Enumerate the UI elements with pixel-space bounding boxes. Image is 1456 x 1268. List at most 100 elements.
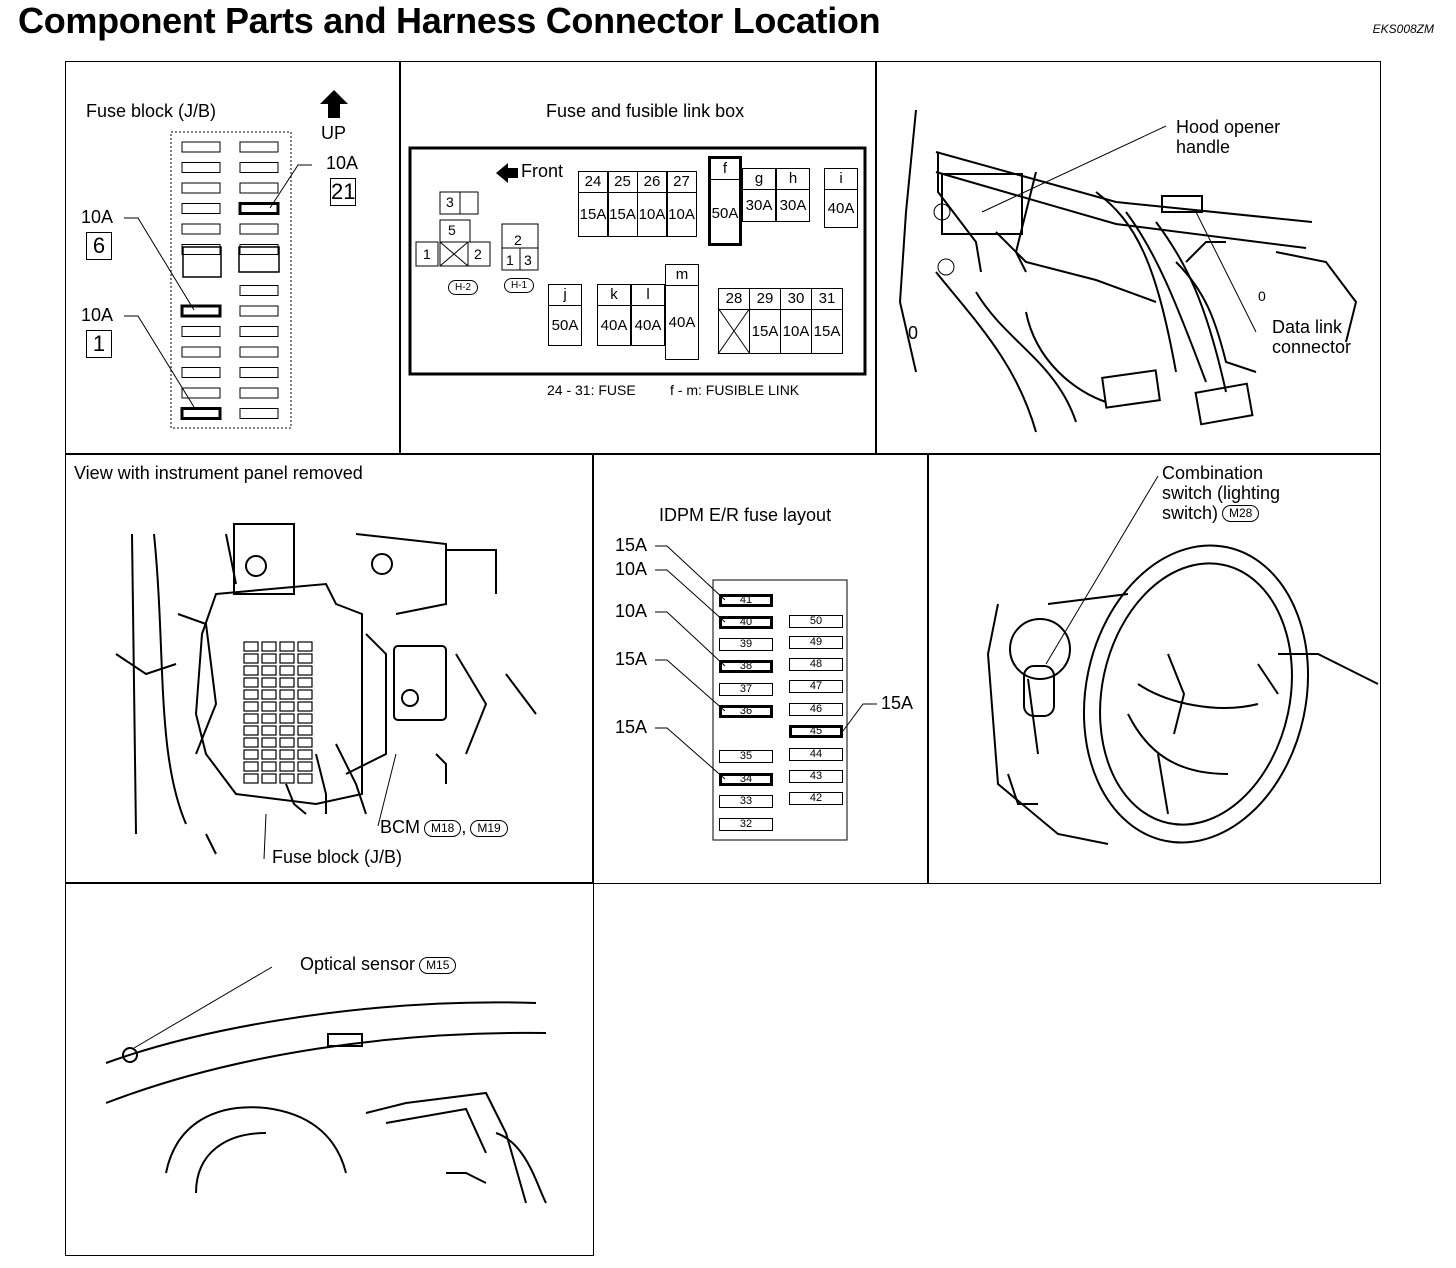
ip-jb-fuse	[279, 737, 295, 748]
cell-number: i	[825, 169, 857, 190]
jb-slot	[181, 182, 221, 194]
ip-jb-fuse	[297, 677, 313, 688]
idpm-drawing	[655, 545, 877, 841]
ip-jb-fuse	[243, 641, 259, 652]
idpm-callout-41: 15A	[615, 535, 648, 555]
ip-jb-fuse	[279, 713, 295, 724]
jb-slot	[181, 162, 221, 173]
relay-small-label-2: 2	[514, 232, 522, 248]
connector-m28: M28	[1222, 505, 1260, 523]
jb-slot	[239, 346, 279, 358]
cell-amperage: 15A	[609, 206, 636, 223]
idpm-title: IDPM E/R fuse layout	[659, 505, 832, 525]
jb-slot	[238, 202, 280, 215]
ip-jb-fuse	[279, 689, 295, 700]
cell-number: 25	[608, 172, 637, 193]
ip-jb-fuse	[279, 761, 295, 772]
fusible-cell: h 30A	[776, 168, 810, 222]
jb-slot	[181, 346, 221, 358]
cell-number: 28	[719, 289, 749, 310]
cell-amperage: 15A	[579, 206, 607, 223]
jb-slot	[180, 407, 222, 420]
document-code: EKS008ZM	[1372, 22, 1434, 36]
cell-number: h	[777, 169, 809, 190]
dashboard-lower-drawing	[898, 109, 1358, 433]
jb-slot	[181, 223, 221, 235]
up-label: UP	[321, 123, 347, 143]
combination-switch-label: Combination switch (lighting switch)M28	[1162, 463, 1280, 523]
cell-number: k	[598, 285, 630, 306]
jb-bcm-drawing	[115, 523, 537, 860]
cell-number: f	[711, 159, 739, 180]
hood-opener-label: Hood opener handle	[1176, 117, 1281, 157]
ip-jb-fuse	[243, 713, 259, 724]
jb-slot	[181, 326, 221, 337]
cell-amperage: 10A	[668, 206, 695, 223]
idpm-slot-42: 42	[789, 792, 843, 805]
up-arrow-icon	[320, 90, 348, 118]
ip-jb-fuse	[297, 701, 313, 712]
legend-fusible-link: f - m: FUSIBLE LINK	[670, 382, 800, 398]
idpm-slot-49: 49	[789, 636, 843, 649]
jb-slot	[239, 285, 279, 296]
idpm-slot-40: 40	[719, 616, 773, 629]
ip-jb-fuse	[297, 689, 313, 700]
callout-6-amp: 10A	[81, 207, 114, 227]
idpm-callout-40: 10A	[615, 559, 648, 579]
idpm-leader	[655, 727, 726, 780]
ip-jb-fuse	[297, 737, 313, 748]
fuse-block-title: Fuse block (J/B)	[86, 101, 217, 121]
jb-slot	[181, 244, 221, 255]
cell-amperage: 15A	[751, 323, 779, 340]
ip-jb-fuse	[243, 653, 259, 664]
ip-jb-fuse	[279, 641, 295, 652]
ip-jb-fuse	[279, 725, 295, 736]
legend-fuse: 24 - 31: FUSE	[547, 382, 636, 398]
ip-jb-fuse	[243, 677, 259, 688]
idpm-leader	[655, 569, 726, 623]
relay-label-3: 3	[446, 194, 454, 210]
cell-number: m	[666, 265, 698, 286]
ip-jb-fuse	[261, 749, 277, 760]
optical-sensor-text: Optical sensor	[300, 954, 416, 974]
ip-jb-fuse	[279, 653, 295, 664]
relay-small-label-1: 1	[506, 252, 514, 268]
idpm-callout-38: 10A	[615, 601, 648, 621]
relay-label-5: 5	[448, 222, 456, 238]
mark-left: 0	[908, 323, 919, 343]
ip-jb-fuse	[297, 641, 313, 652]
ip-jb-fuse	[261, 641, 277, 652]
cell-amperage: 30A	[779, 197, 807, 214]
ip-jb-fuse	[261, 761, 277, 772]
jb-slot	[181, 203, 221, 214]
cell-amperage: 40A	[634, 317, 662, 334]
ip-jb-fuse	[243, 701, 259, 712]
cell-amperage: 40A	[668, 314, 696, 331]
fusible-box-drawing	[408, 146, 867, 376]
jb-slot	[239, 367, 279, 378]
front-arrow-icon	[496, 163, 518, 183]
jb-slot	[180, 304, 222, 318]
idpm-leader	[655, 659, 726, 712]
jb-slot	[239, 408, 279, 419]
ip-jb-fuse	[297, 761, 313, 772]
idpm-slot-50: 50	[789, 615, 843, 628]
panel-hood-data-link: Hood opener handle Data link connector 0…	[875, 61, 1381, 455]
ip-jb-fuse	[261, 665, 277, 676]
idpm-slot-34: 34	[719, 773, 773, 786]
callout-1-amp: 10A	[81, 305, 114, 325]
cell-number: j	[549, 285, 581, 306]
panel-combination-switch: Combination switch (lighting switch)M28	[927, 453, 1381, 884]
idpm-leader	[655, 611, 726, 667]
cell-amperage: 40A	[827, 200, 855, 217]
ip-jb-fuse	[297, 665, 313, 676]
bcm-text: BCM	[380, 817, 420, 837]
callout-6-num: 6	[86, 232, 112, 260]
